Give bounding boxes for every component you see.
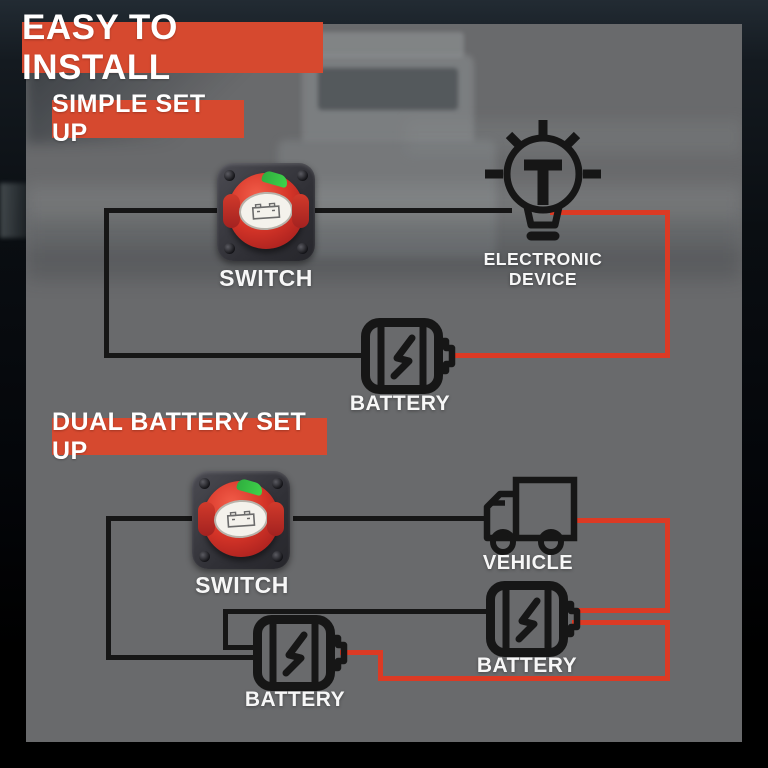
screw-icon: [272, 478, 283, 489]
background-photo-mountain: [0, 183, 30, 238]
wire-black-switch-to-device: [315, 208, 512, 213]
battery-label-dual-right: BATTERY: [476, 654, 578, 677]
wire-red-vehicle-right: [572, 518, 670, 523]
wire-black-switch2-left: [106, 516, 193, 521]
wire-black-switch2-to-vehicle: [293, 516, 489, 521]
switch-label-oval: [212, 498, 270, 540]
switch-label-oval: [237, 190, 295, 232]
vehicle-label: VEHICLE: [482, 552, 574, 574]
wire-red-bottom-run: [378, 676, 670, 681]
battery-glyph-icon: [226, 510, 256, 528]
electronic-device-label: ELECTRONIC DEVICE: [463, 249, 623, 289]
photo-vehicle-roofrack: [314, 32, 464, 58]
wire-black-to-battery: [104, 353, 365, 358]
photo-terrain-shadow: [26, 220, 742, 280]
device-label-line2: DEVICE: [508, 268, 578, 289]
screw-icon: [297, 170, 308, 181]
dual-setup-banner: DUAL BATTERY SET UP: [52, 408, 327, 465]
wire-black-battery-link-top: [223, 609, 491, 614]
battery-label-dual-left: BATTERY: [244, 688, 346, 711]
screw-icon: [224, 243, 235, 254]
screw-icon: [272, 551, 283, 562]
screw-icon: [199, 478, 210, 489]
truck-icon: [483, 476, 578, 555]
battery-label: BATTERY: [349, 392, 451, 415]
battery-glyph-icon: [251, 202, 281, 220]
wire-red-battery-right-out: [572, 620, 670, 625]
switch-knob: [198, 477, 284, 557]
simple-setup-banner: SIMPLE SET UP: [52, 90, 244, 147]
wire-red-stub-drop: [378, 650, 383, 681]
switch-knob: [223, 169, 309, 249]
screw-icon: [199, 551, 210, 562]
wire-red-right-drop: [665, 210, 670, 357]
photo-vehicle-cab: [302, 54, 474, 142]
battery-icon: [486, 581, 581, 657]
wire-red-device-right: [550, 210, 670, 215]
photo-terrain-streak: [26, 184, 742, 246]
wire-black-left-drop: [104, 208, 109, 358]
wire-black-battery-link-drop: [223, 609, 228, 649]
switch-label: SWITCH: [219, 265, 313, 291]
switch-label-dual: SWITCH: [195, 572, 289, 598]
wire-black-battery-link-bottom: [223, 645, 258, 650]
screw-icon: [224, 170, 235, 181]
light-bulb-icon: [485, 120, 601, 241]
wire-black-to-battery-left: [106, 655, 258, 660]
wire-red-vehicle-drop: [665, 518, 670, 612]
wire-black-left-drop2: [106, 516, 111, 659]
title-banner: EASY TO INSTALL: [22, 8, 323, 87]
battery-switch-icon: [217, 163, 315, 261]
wire-black-switch-left: [104, 208, 217, 213]
device-label-line1: ELECTRONIC: [483, 249, 603, 269]
wire-red-to-battery-right-top: [572, 608, 670, 613]
photo-vehicle-windshield: [318, 68, 458, 110]
battery-icon: [361, 318, 456, 394]
screw-icon: [297, 243, 308, 254]
wire-red-right-drop2: [665, 620, 670, 681]
wire-red-to-battery: [449, 353, 670, 358]
battery-switch-icon-dual: [192, 471, 290, 569]
wire-red-battery-left-stub: [340, 650, 383, 655]
battery-icon: [253, 615, 348, 691]
